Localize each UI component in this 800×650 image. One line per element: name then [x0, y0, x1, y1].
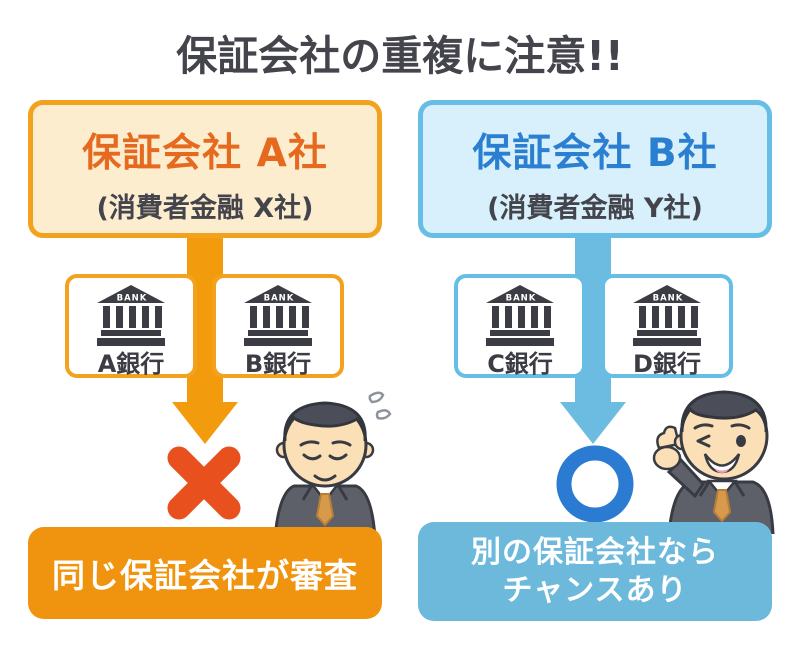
- bank-card-a: BANK A銀行: [65, 274, 197, 378]
- banner-line: 別の保証会社なら: [471, 535, 719, 570]
- ng-cross-mark-icon: [158, 437, 250, 533]
- guarantor-a-title: 保証会社 A社: [82, 131, 328, 176]
- bank-card-c: BANK C銀行: [454, 274, 586, 378]
- guarantor-a-box: 保証会社 A社 (消費者金融 X社): [28, 100, 382, 238]
- svg-text:BANK: BANK: [117, 294, 148, 304]
- bank-card-b: BANK B銀行: [212, 274, 344, 378]
- svg-text:BANK: BANK: [653, 294, 684, 304]
- worried-businessman-illustration: [260, 388, 392, 542]
- bank-icon: BANK: [97, 285, 165, 346]
- banner-line: 同じ保証会社が審査: [52, 556, 358, 595]
- result-banner-ng: 同じ保証会社が審査: [28, 527, 382, 619]
- bank-name: B銀行: [244, 350, 312, 378]
- bank-name: A銀行: [97, 350, 165, 378]
- svg-text:BANK: BANK: [264, 294, 295, 304]
- bank-icon: BANK: [244, 285, 312, 346]
- bank-icon: BANK: [633, 285, 701, 346]
- banner-line: チャンスあり: [502, 572, 688, 608]
- guarantor-b-box: 保証会社 B社 (消費者金融 Y社): [418, 100, 772, 238]
- bank-card-d: BANK D銀行: [601, 274, 733, 378]
- happy-businessman-illustration: [643, 384, 785, 538]
- guarantor-b-subtitle: (消費者金融 Y社): [487, 193, 703, 224]
- guarantor-a-subtitle: (消費者金融 X社): [96, 193, 314, 224]
- bank-icon: BANK: [486, 285, 554, 346]
- page-title: 保証会社の重複に注意!!: [176, 32, 624, 80]
- result-banner-ok: 別の保証会社なら チャンスあり: [418, 522, 772, 621]
- ok-circle-mark-icon: [549, 438, 641, 534]
- bank-name: C銀行: [487, 350, 553, 378]
- bank-name: D銀行: [633, 350, 701, 378]
- svg-text:BANK: BANK: [506, 294, 537, 304]
- guarantor-b-title: 保証会社 B社: [472, 131, 718, 176]
